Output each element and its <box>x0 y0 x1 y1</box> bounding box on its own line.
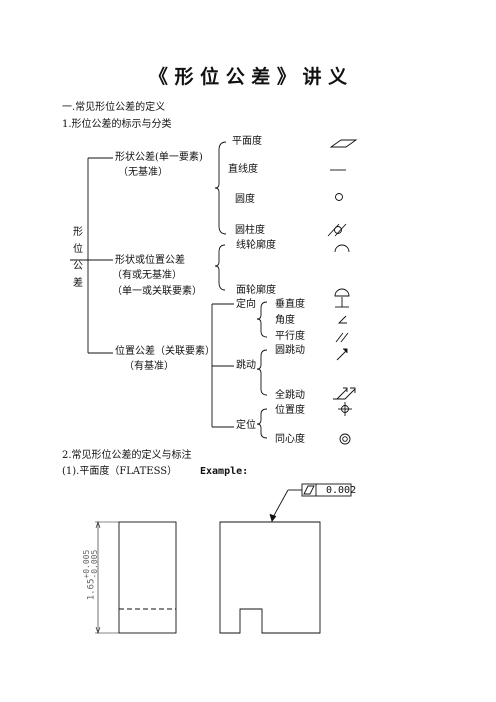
total-runout-icon <box>333 387 356 400</box>
item-total-runout: 全跳动 <box>275 390 305 401</box>
root-char: 位 <box>73 244 83 255</box>
group-form-label: 形状公差(单一要素) <box>115 152 203 163</box>
root-char: 公 <box>73 261 83 272</box>
subgroup-location: 定位 <box>236 420 256 431</box>
item-concentricity: 同心度 <box>275 434 305 445</box>
concentricity-icon <box>339 433 351 445</box>
item-straightness: 直线度 <box>228 164 258 175</box>
right-view <box>219 521 321 634</box>
document-title: 《 形 位 公 差 》 讲 义 <box>148 66 348 88</box>
item-cylindricity: 圆柱度 <box>235 225 265 236</box>
example-label: Example: <box>200 466 249 477</box>
group-form-or-position-sub1: （有或无基准） <box>112 270 182 281</box>
item-position: 位置度 <box>275 405 305 416</box>
left-view <box>95 521 177 634</box>
parallelism-icon <box>335 332 349 343</box>
flatness-icon <box>329 139 358 148</box>
frame-value: 0.002 <box>326 485 357 496</box>
item-circularity: 圆度 <box>235 194 255 205</box>
item-perpendicularity: 垂直度 <box>275 299 305 310</box>
item-angularity: 角度 <box>275 315 295 326</box>
group-form-or-position-sub2: （单一或关联要素） <box>112 286 202 297</box>
surface-profile-icon <box>334 288 350 297</box>
section-2-1-heading: (1).平面度（FLATESS） <box>62 466 178 477</box>
cylindricity-icon <box>327 223 347 237</box>
item-circular-runout: 圆跳动 <box>275 345 305 356</box>
angularity-icon <box>337 315 347 324</box>
tree-connectors <box>70 157 234 428</box>
item-line-profile: 线轮廓度 <box>236 240 276 251</box>
subgroup-orientation: 定向 <box>236 299 256 310</box>
section-1-1-heading: 1.形位公差的标示与分类 <box>62 119 172 130</box>
line-profile-icon <box>334 244 350 253</box>
circular-runout-icon <box>336 348 348 361</box>
tolerance-frame <box>269 483 352 522</box>
item-parallelism: 平行度 <box>275 331 305 342</box>
root-char: 差 <box>73 278 83 289</box>
group-position-sub: （有基准） <box>124 361 174 372</box>
circularity-icon <box>335 193 343 201</box>
section-2-heading: 2.常见形位公差的定义与标注 <box>62 450 192 461</box>
group-form-sub: （无基准） <box>118 167 168 178</box>
root-char: 形 <box>73 227 83 238</box>
item-surface-profile: 面轮廓度 <box>236 285 276 296</box>
perpendicularity-icon <box>335 297 349 308</box>
group-position-label: 位置公差（关联要素） <box>115 346 215 357</box>
item-flatness: 平面度 <box>232 136 262 147</box>
group-form-or-position-label: 形状或位置公差 <box>115 255 185 266</box>
section-1-heading: 一.常见形位公差的定义 <box>62 102 166 113</box>
curly-braces <box>214 141 268 439</box>
subgroup-runout: 跳动 <box>236 360 256 371</box>
position-icon <box>338 402 352 416</box>
